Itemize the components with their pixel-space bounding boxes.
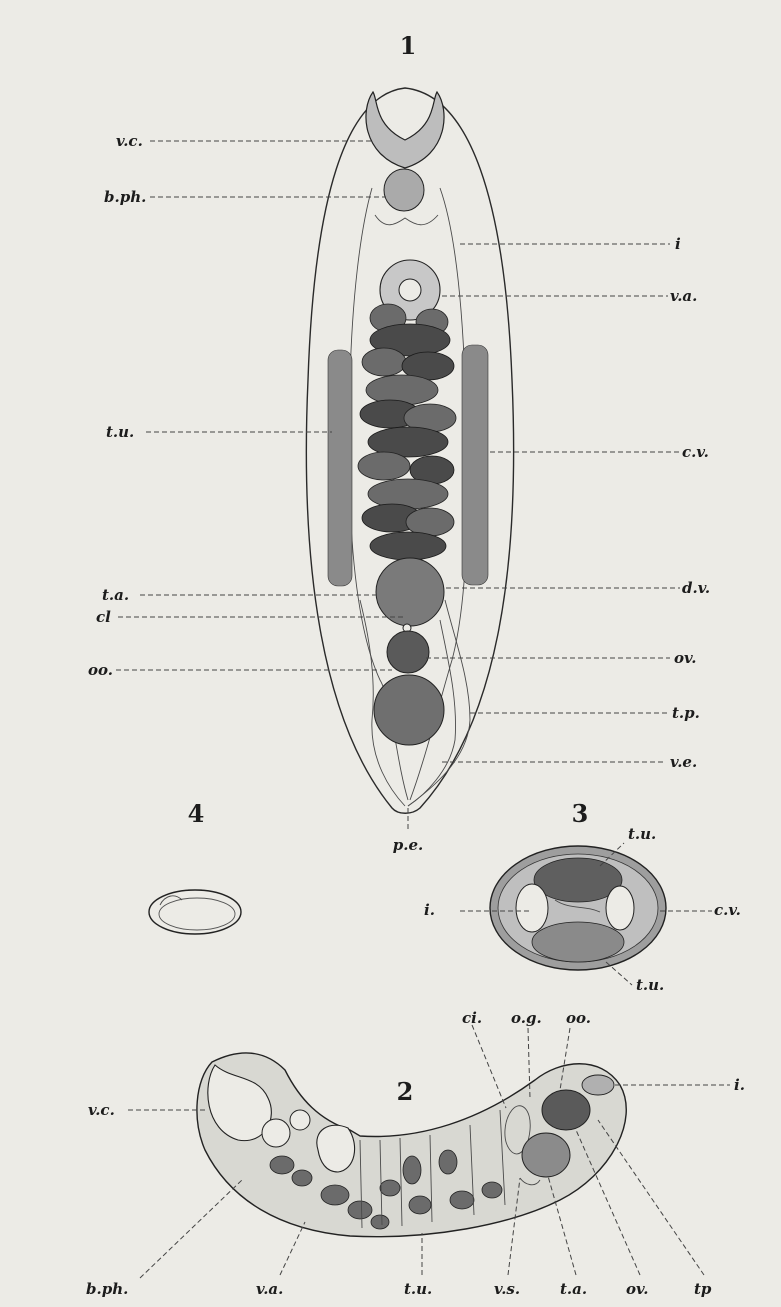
label-fig1-cl: cl bbox=[96, 608, 111, 626]
label-fig2-va: v.a. bbox=[256, 1280, 283, 1298]
label-fig1-tp: t.p. bbox=[672, 704, 700, 722]
figure-number-2: 2 bbox=[397, 1077, 414, 1106]
label-fig2-og: o.g. bbox=[511, 1009, 542, 1027]
label-fig1-ov: ov. bbox=[674, 649, 696, 667]
label-fig2-vs: v.s. bbox=[494, 1280, 520, 1298]
fig1-anterior-testis bbox=[376, 558, 444, 626]
fig2-ovary bbox=[542, 1090, 590, 1130]
label-fig2-vc: v.c. bbox=[88, 1101, 115, 1119]
fig3-intestine-left bbox=[516, 884, 548, 932]
figure-2: 2 bbox=[86, 1009, 745, 1298]
label-fig1-tu: t.u. bbox=[106, 423, 134, 441]
label-fig2-i: i. bbox=[734, 1076, 745, 1094]
label-fig1-pe: p.e. bbox=[393, 836, 423, 854]
label-fig2-ta: t.a. bbox=[560, 1280, 587, 1298]
label-fig1-va: v.a. bbox=[670, 287, 697, 305]
fig2-pharynx bbox=[262, 1119, 290, 1147]
label-fig3-tu-top: t.u. bbox=[628, 825, 656, 843]
label-fig2-ov: ov. bbox=[626, 1280, 648, 1298]
fig1-oral-sucker bbox=[366, 92, 444, 168]
label-fig3-cv: c.v. bbox=[714, 901, 741, 919]
label-fig2-bph: b.ph. bbox=[86, 1280, 128, 1298]
label-fig3-i: i. bbox=[424, 901, 435, 919]
label-fig1-ta: t.a. bbox=[102, 586, 129, 604]
fig1-pharynx bbox=[384, 169, 424, 211]
fig4-egg bbox=[149, 890, 241, 934]
figure-number-3: 3 bbox=[572, 799, 589, 828]
figure-number-4: 4 bbox=[188, 799, 205, 828]
label-fig2-ci: ci. bbox=[462, 1009, 482, 1027]
figure-4: 4 bbox=[149, 799, 241, 934]
label-fig2-tu: t.u. bbox=[404, 1280, 432, 1298]
label-fig1-oo: oo. bbox=[88, 661, 113, 679]
fig1-ovary bbox=[387, 631, 429, 673]
label-fig1-cv: c.v. bbox=[682, 443, 709, 461]
label-fig3-tu-bottom: t.u. bbox=[636, 976, 664, 994]
label-fig1-bph: b.ph. bbox=[104, 188, 146, 206]
figure-3: 3 t.u. i. c.v. t.u. bbox=[424, 799, 741, 994]
label-fig1-i: i bbox=[675, 235, 681, 253]
figure-1: 1 bbox=[88, 31, 710, 854]
label-fig1-ve: v.e. bbox=[670, 753, 697, 771]
label-fig2-tp: tp bbox=[694, 1280, 712, 1298]
figure-number-1: 1 bbox=[400, 31, 417, 60]
label-fig1-dv: d.v. bbox=[682, 579, 710, 597]
fig1-uterus bbox=[358, 304, 456, 560]
label-fig1-vc: v.c. bbox=[116, 132, 143, 150]
fig2-testis bbox=[522, 1133, 570, 1177]
fig3-intestine-right bbox=[606, 886, 634, 930]
fig1-posterior-testis bbox=[374, 675, 444, 745]
label-fig2-oo: oo. bbox=[566, 1009, 591, 1027]
fig3-uterus-bottom bbox=[532, 922, 624, 962]
fig2-intestine bbox=[582, 1075, 614, 1095]
